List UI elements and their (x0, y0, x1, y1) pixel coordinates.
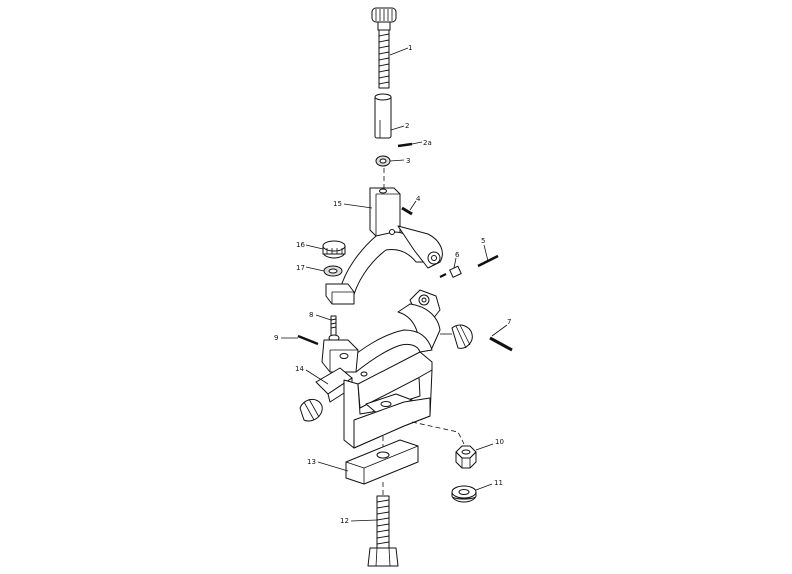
part-7-pin (489, 336, 513, 352)
leader-16 (305, 244, 324, 250)
label-2a: 2a (423, 139, 432, 147)
part-12-hex-bolt (367, 495, 399, 567)
leader-6 (453, 257, 457, 269)
part-10-hex-nut (455, 445, 477, 469)
leader-4 (409, 200, 417, 211)
label-16: 16 (296, 241, 305, 249)
leader-14 (305, 369, 329, 385)
leader-3 (389, 159, 405, 162)
leader-2 (390, 125, 405, 131)
part-11-washer (451, 485, 477, 503)
label-12: 12 (340, 517, 349, 525)
leader-lines (281, 47, 508, 522)
leader-15 (343, 203, 373, 209)
leader-7 (491, 324, 508, 337)
part-2-sleeve (374, 93, 392, 139)
leader-5 (483, 244, 489, 262)
part-6-screw (439, 265, 462, 278)
leader-1 (389, 47, 409, 56)
label-3: 3 (406, 157, 410, 165)
part-14-lower-clamp (299, 289, 473, 449)
label-14: 14 (295, 365, 304, 373)
part-17-washer (323, 265, 343, 277)
part-labels: 1 2 2a 3 4 5 6 7 8 9 10 11 12 13 14 15 1… (274, 44, 511, 525)
label-15: 15 (333, 200, 342, 208)
part-9-pin (297, 334, 319, 346)
part-4-pin (401, 206, 413, 216)
label-1: 1 (408, 44, 412, 52)
part-16-knob (322, 240, 346, 259)
leader-13 (317, 461, 349, 472)
leader-11 (475, 483, 493, 491)
label-13: 13 (307, 458, 316, 466)
label-10: 10 (495, 438, 504, 446)
leader-17 (305, 266, 325, 272)
leader-12 (350, 519, 378, 522)
label-5: 5 (481, 237, 485, 245)
label-2: 2 (405, 122, 409, 130)
label-6: 6 (455, 251, 460, 259)
part-1-knurled-screw (371, 7, 397, 89)
part-13-clamp-plate (345, 439, 419, 485)
leader-8 (315, 314, 332, 321)
part-2a-pin (397, 142, 413, 148)
label-7: 7 (507, 318, 511, 326)
label-11: 11 (494, 479, 503, 487)
label-4: 4 (416, 195, 421, 203)
label-9: 9 (274, 334, 278, 342)
part-3-washer (375, 155, 391, 167)
label-8: 8 (309, 311, 313, 319)
assembly-centerline-nut (411, 421, 465, 445)
label-17: 17 (296, 264, 305, 272)
leader-10 (475, 443, 494, 451)
part-15-upper-clamp (325, 187, 443, 305)
leader-2a (411, 141, 423, 145)
